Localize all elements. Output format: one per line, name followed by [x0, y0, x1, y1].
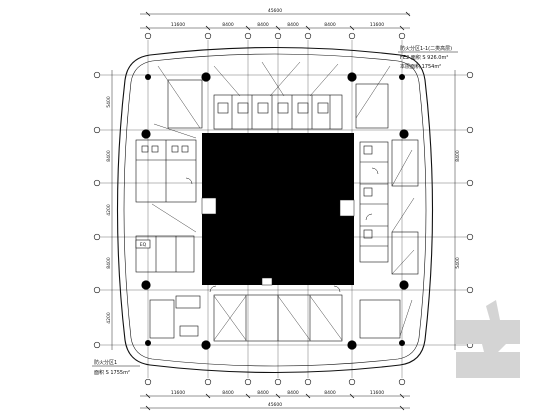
top-dim-seg: 8400: [324, 22, 336, 28]
top-service-rooms: [167, 79, 389, 130]
bottom-dim-seg: 8400: [257, 390, 269, 396]
zone-note-bottom: 防火分区1 面积 S 1755m²: [92, 359, 140, 376]
zone-note-top-line2: FE2 面积 S 926.0m²: [400, 54, 448, 61]
top-dim-seg: 8400: [257, 22, 269, 28]
room-tag: EQ: [135, 239, 151, 249]
top-dim-seg: 11600: [370, 22, 384, 28]
bottom-dim-total: 45600: [268, 402, 282, 408]
zone-note-bottom-line1: 防火分区1: [94, 359, 117, 366]
bottom-dim-seg: 11600: [171, 390, 185, 396]
side-dim: 4200: [106, 312, 112, 324]
zone-note-top-line1: 防火分区1-1(二类高层): [400, 45, 452, 52]
right-side-rooms: [359, 139, 419, 275]
building-outline: [116, 46, 434, 374]
top-dim-seg: 8400: [287, 22, 299, 28]
side-dim: 8400: [106, 257, 112, 269]
bottom-dim-seg: 8400: [287, 390, 299, 396]
bottom-rooms: [149, 294, 401, 342]
side-dim: 4200: [106, 204, 112, 216]
bottom-dim-seg: 11600: [370, 390, 384, 396]
dimension-text: 45600 11600 8400 8400 8400 8400 11600 11…: [106, 8, 461, 408]
bottom-dim-seg: 8400: [324, 390, 336, 396]
core-notches: [201, 197, 355, 286]
zone-note-bottom-line2: 面积 S 1755m²: [94, 369, 130, 376]
side-dim: 5400: [455, 257, 461, 269]
central-core: [202, 133, 354, 285]
dimension-lines: [111, 11, 456, 411]
zone-note-top: 防火分区1-1(二类高层) FE2 面积 S 926.0m² 本层面积 1754…: [398, 45, 458, 70]
side-dim: 5400: [106, 96, 112, 108]
watermark-logo: [456, 300, 520, 378]
grid-bubbles: [93, 32, 474, 386]
top-dim-seg: 11600: [171, 22, 185, 28]
side-dim: 8400: [455, 150, 461, 162]
bottom-dim-seg: 8400: [222, 390, 234, 396]
room-tag-label: EQ: [140, 242, 147, 248]
zone-note-top-line3: 本层面积 1754m²: [400, 63, 441, 70]
building-outline-inner: [123, 53, 427, 367]
evacuation-lines: [151, 61, 415, 341]
columns: [141, 72, 409, 350]
top-dim-total: 45600: [268, 8, 282, 14]
door-symbols: [185, 167, 379, 293]
left-side-rooms: [135, 139, 201, 337]
top-dim-seg: 8400: [222, 22, 234, 28]
side-dim: 8400: [106, 150, 112, 162]
